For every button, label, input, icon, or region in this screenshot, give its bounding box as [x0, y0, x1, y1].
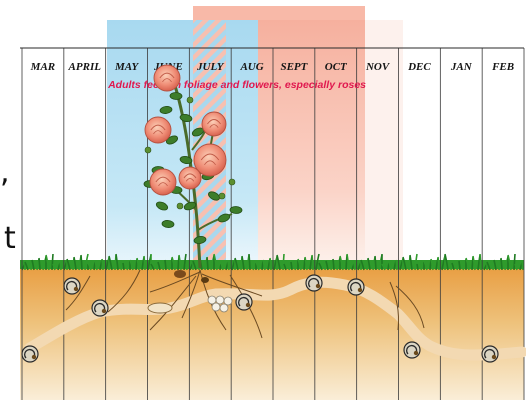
grass-blade [123, 263, 124, 270]
rose-bud [177, 203, 183, 209]
grass-blade [186, 264, 187, 270]
rose-flower-icon [179, 167, 201, 189]
beetle-head [201, 277, 209, 283]
grass-blade [270, 258, 271, 270]
month-label-feb: FEB [491, 61, 514, 73]
timeline-band-larva [107, 20, 258, 268]
rose-bud [229, 179, 235, 185]
grass-blade [375, 256, 376, 270]
grass-blade [417, 264, 418, 270]
egg [212, 303, 220, 311]
grass-blade [396, 260, 397, 270]
month-label-aug: AUG [239, 61, 263, 73]
rose-flower-icon [145, 117, 171, 143]
adult-feeding-annotation: Adults feed on foliage and flowers, espe… [107, 79, 366, 91]
adult-band-top [193, 6, 365, 20]
grass-blade [81, 255, 82, 270]
rose-flower-icon [154, 65, 180, 91]
grub-icon [306, 275, 322, 291]
grub-icon [404, 342, 420, 358]
grass-blade [52, 254, 53, 270]
rose-flower-icon [202, 112, 226, 136]
grub-icon [348, 279, 364, 295]
edge-comma-text: , [0, 158, 10, 188]
month-label-july: JULY [196, 61, 225, 73]
grass-blade [333, 259, 334, 270]
month-label-april: APRIL [68, 61, 102, 73]
grass-blade [459, 261, 460, 270]
grub-icon [64, 278, 80, 294]
egg [220, 304, 228, 312]
adult-band-solid [258, 20, 365, 262]
grass-blade [480, 254, 481, 270]
month-label-sept: SEPT [280, 61, 308, 73]
grass-blade [438, 257, 439, 270]
larva-band-solid [107, 20, 193, 268]
grass-blade [501, 258, 502, 270]
grass-blade [514, 254, 515, 270]
grass-blade [60, 262, 61, 270]
soil-layer [20, 261, 524, 400]
grub-icon [482, 346, 498, 362]
month-label-oct: OCT [325, 61, 348, 73]
grass-blade [312, 255, 313, 270]
grass-blade [144, 256, 145, 270]
rose-bud [145, 147, 151, 153]
month-label-dec: DEC [407, 61, 431, 73]
rose-leaf [170, 92, 182, 99]
grass-blade [39, 258, 40, 270]
rose-leaf [230, 206, 242, 213]
month-label-may: MAY [114, 61, 140, 73]
beetle-body [174, 270, 186, 278]
grub-icon [92, 300, 108, 316]
month-label-jan: JAN [450, 61, 473, 73]
grass-blade [522, 262, 523, 270]
grass-blade [228, 261, 229, 270]
rose-flower-icon [150, 169, 176, 195]
grass-blade [165, 260, 166, 270]
grass-blade [102, 259, 103, 270]
grass-blade [283, 254, 284, 270]
grass-blade [354, 263, 355, 270]
adult-band-fade [365, 20, 403, 262]
pupa-icon [148, 303, 172, 313]
month-label-nov: NOV [365, 61, 391, 73]
rose-bud [187, 97, 193, 103]
grass-blade [249, 254, 250, 270]
grass-blade [291, 262, 292, 270]
rose-bud [219, 193, 225, 199]
grub-icon [22, 346, 38, 362]
grass-blade [207, 257, 208, 270]
grub-icon [236, 294, 252, 310]
month-label-mar: MAR [30, 61, 55, 73]
edge-letter-t-text: t [4, 224, 16, 254]
